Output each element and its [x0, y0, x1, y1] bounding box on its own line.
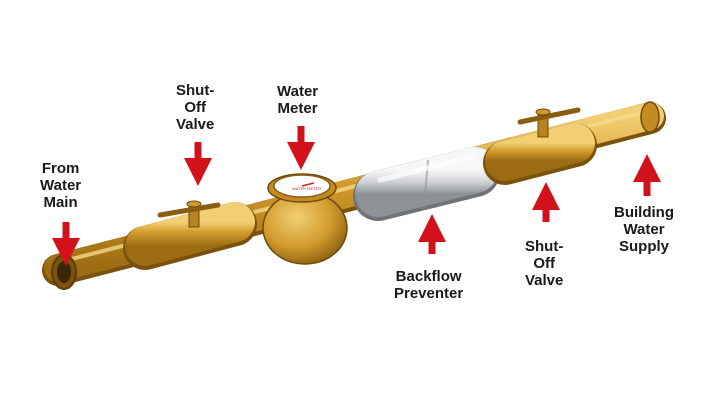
pipe-outlet-end	[640, 101, 660, 133]
water-meter: WATER METER	[262, 173, 348, 265]
label-shutoff-left: Shut- Off Valve	[176, 82, 215, 133]
backflow-preventer	[353, 147, 500, 221]
label-shutoff-right: Shut- Off Valve	[525, 238, 564, 289]
label-backflow-preventer: Backflow Preventer	[394, 268, 464, 302]
label-from-water-main: From Water Main	[40, 160, 82, 211]
arrows	[52, 126, 661, 266]
label-building-water-supply: Building Water Supply	[614, 204, 674, 255]
label-water-meter: Water Meter	[277, 83, 319, 117]
left-valve-body	[123, 200, 257, 270]
meter-face-text: WATER METER	[292, 186, 321, 191]
right-valve-body	[483, 107, 597, 185]
